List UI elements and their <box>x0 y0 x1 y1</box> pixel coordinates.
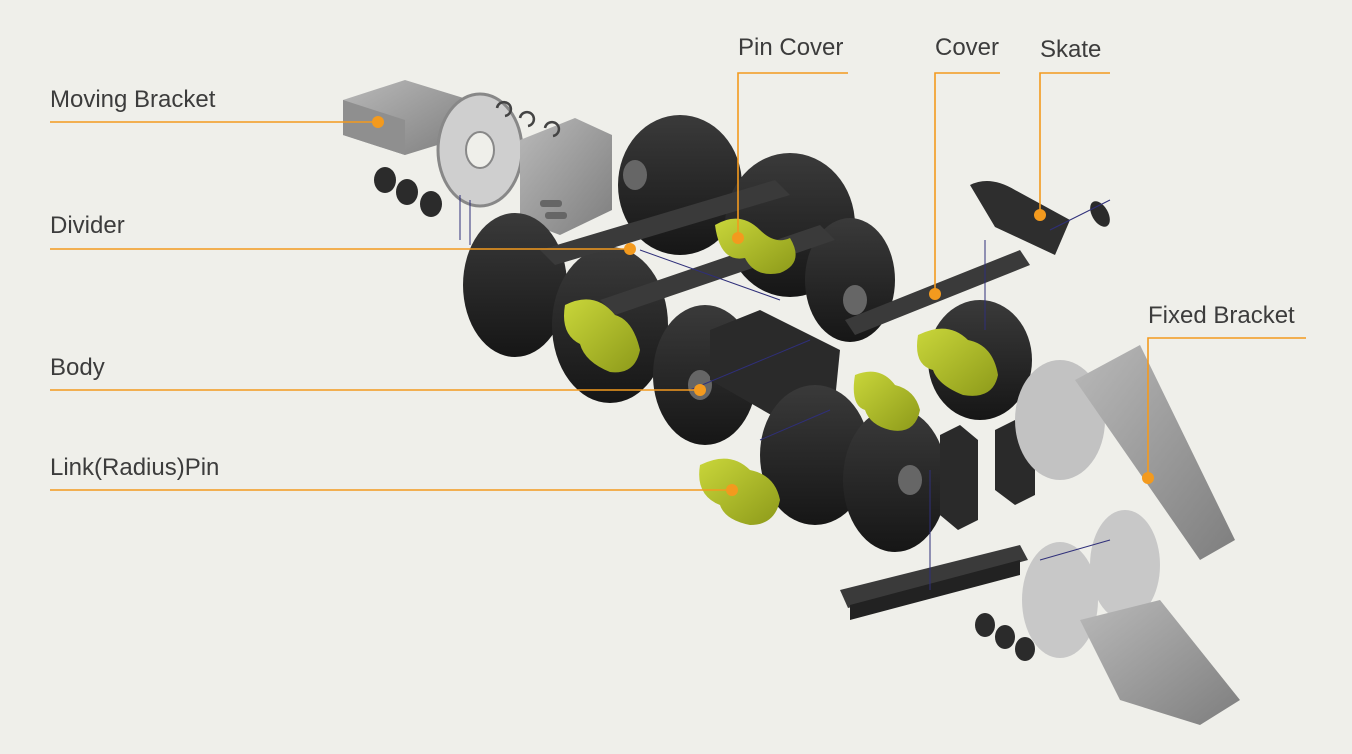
leader-dots <box>372 116 1154 496</box>
label-body: Body <box>50 354 105 381</box>
dot-moving-bracket <box>372 116 384 128</box>
label-skate: Skate <box>1040 36 1102 63</box>
leader-cover <box>934 72 1000 294</box>
assembly-lines <box>459 195 1111 590</box>
moving-bracket-part <box>343 80 612 235</box>
dot-divider <box>624 243 636 255</box>
label-moving-bracket: Moving Bracket <box>50 86 216 113</box>
dot-body <box>694 384 706 396</box>
leader-fixed-bracket <box>1147 337 1306 478</box>
dot-fixed-bracket <box>1142 472 1154 484</box>
label-pin-cover: Pin Cover <box>738 34 844 61</box>
label-link-radius-pin: Link(Radius)Pin <box>50 454 220 481</box>
leader-lines <box>50 72 1306 491</box>
pin-cover-parts <box>564 218 998 431</box>
leader-pin-cover <box>737 72 848 238</box>
dot-cover <box>929 288 941 300</box>
label-cover: Cover <box>935 34 1000 61</box>
dot-skate <box>1034 209 1046 221</box>
label-fixed-bracket: Fixed Bracket <box>1148 302 1295 329</box>
label-divider: Divider <box>50 212 125 239</box>
dot-link-radius-pin <box>726 484 738 496</box>
fixed-bracket-part <box>975 345 1240 725</box>
leader-skate <box>1039 72 1110 215</box>
link-pin-part <box>699 458 780 525</box>
dot-pin-cover <box>732 232 744 244</box>
